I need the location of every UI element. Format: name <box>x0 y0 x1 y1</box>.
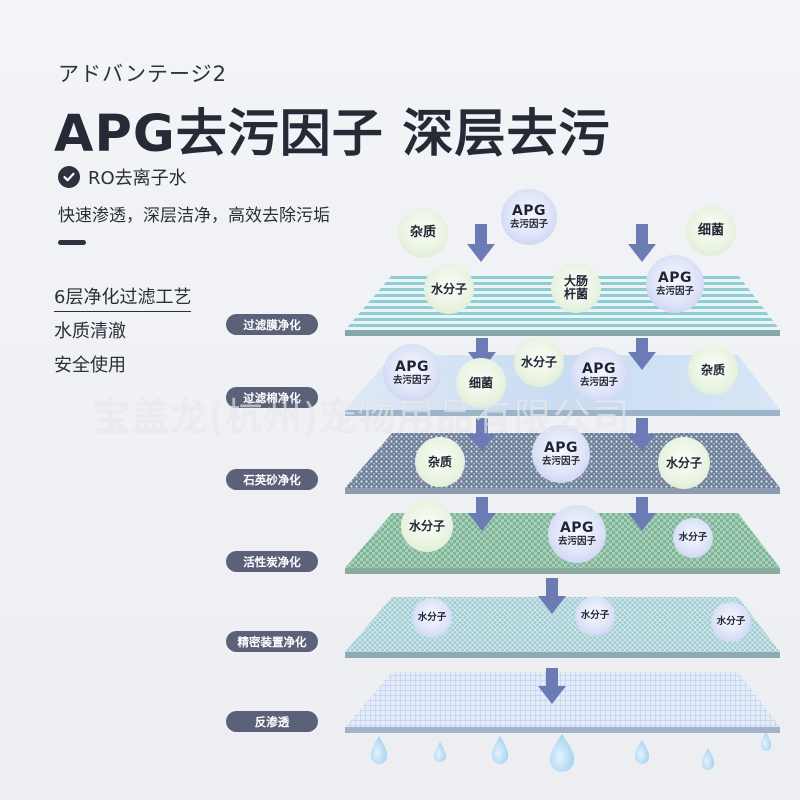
water-drop-icon <box>701 748 715 770</box>
down-arrow-icon <box>628 497 656 531</box>
layer-label-carbon: 活性炭净化 <box>226 551 318 572</box>
description-text: 快速渗透，深层洁净，高效去除污垢 <box>58 206 330 226</box>
down-arrow-icon <box>628 224 656 262</box>
page-title: APG去污因子 深层去污 <box>54 105 611 164</box>
water-molecule-bubble: 水分子 <box>514 337 564 387</box>
layer-ro <box>345 672 780 733</box>
flow-arrows <box>467 224 656 704</box>
down-arrow-icon <box>538 578 566 614</box>
water-molecule-bubble: 水分子 <box>412 598 452 638</box>
ecoli-bubble: 大肠杆菌 <box>551 263 601 313</box>
water-drop-icon <box>434 742 446 762</box>
water-drop-icon <box>760 732 772 751</box>
water-molecule-bubble: 水分子 <box>711 602 751 642</box>
water-drops <box>370 732 772 772</box>
water-molecule-bubble: 水分子 <box>673 518 713 558</box>
layer-label-quartz: 石英砂净化 <box>226 469 318 490</box>
layer-precision <box>345 597 780 658</box>
impurity-bubble: 杂质 <box>415 437 465 487</box>
layer-label-membrane: 过滤膜净化 <box>226 314 318 335</box>
eyebrow-text: アドバンテージ2 <box>58 62 227 86</box>
water-drop-icon <box>370 736 388 764</box>
layer-label-precision: 精密装置净化 <box>226 631 318 652</box>
impurity-bubble: 杂质 <box>398 208 448 258</box>
water-molecule-bubble: 水分子 <box>658 437 710 489</box>
down-arrow-icon <box>468 497 496 531</box>
water-drop-icon <box>549 734 575 772</box>
feature-item-safe: 安全使用 <box>54 355 126 376</box>
water-molecule-bubble: 水分子 <box>424 264 474 314</box>
water-molecule-bubble: 水分子 <box>401 500 453 552</box>
impurity-bubble: 杂质 <box>688 345 738 395</box>
feature-item-process: 6层净化过滤工艺 <box>54 283 192 312</box>
down-arrow-icon <box>628 418 656 452</box>
subhead-row: RO去离子水 <box>58 164 187 190</box>
check-icon <box>58 166 80 188</box>
layer-label-cotton: 过滤棉净化 <box>226 387 318 408</box>
down-arrow-icon <box>628 338 656 370</box>
subhead-text: RO去离子水 <box>88 168 187 189</box>
water-molecule-bubble: 水分子 <box>575 596 615 636</box>
down-arrow-icon <box>538 668 566 704</box>
water-drop-icon <box>491 736 509 764</box>
feature-item-clear: 水质清澈 <box>54 321 126 342</box>
watermark-text: 宝盖龙(杭州)宠物用品有限公司 <box>92 395 631 439</box>
divider-dash <box>58 240 86 245</box>
layer-cotton <box>345 355 780 416</box>
down-arrow-icon <box>467 224 495 262</box>
bacteria-bubble: 细菌 <box>686 206 736 256</box>
down-arrow-icon <box>468 418 496 452</box>
bacteria-bubble: 细菌 <box>456 358 506 408</box>
layer-label-ro: 反渗透 <box>226 711 318 732</box>
water-drop-icon <box>634 740 650 764</box>
